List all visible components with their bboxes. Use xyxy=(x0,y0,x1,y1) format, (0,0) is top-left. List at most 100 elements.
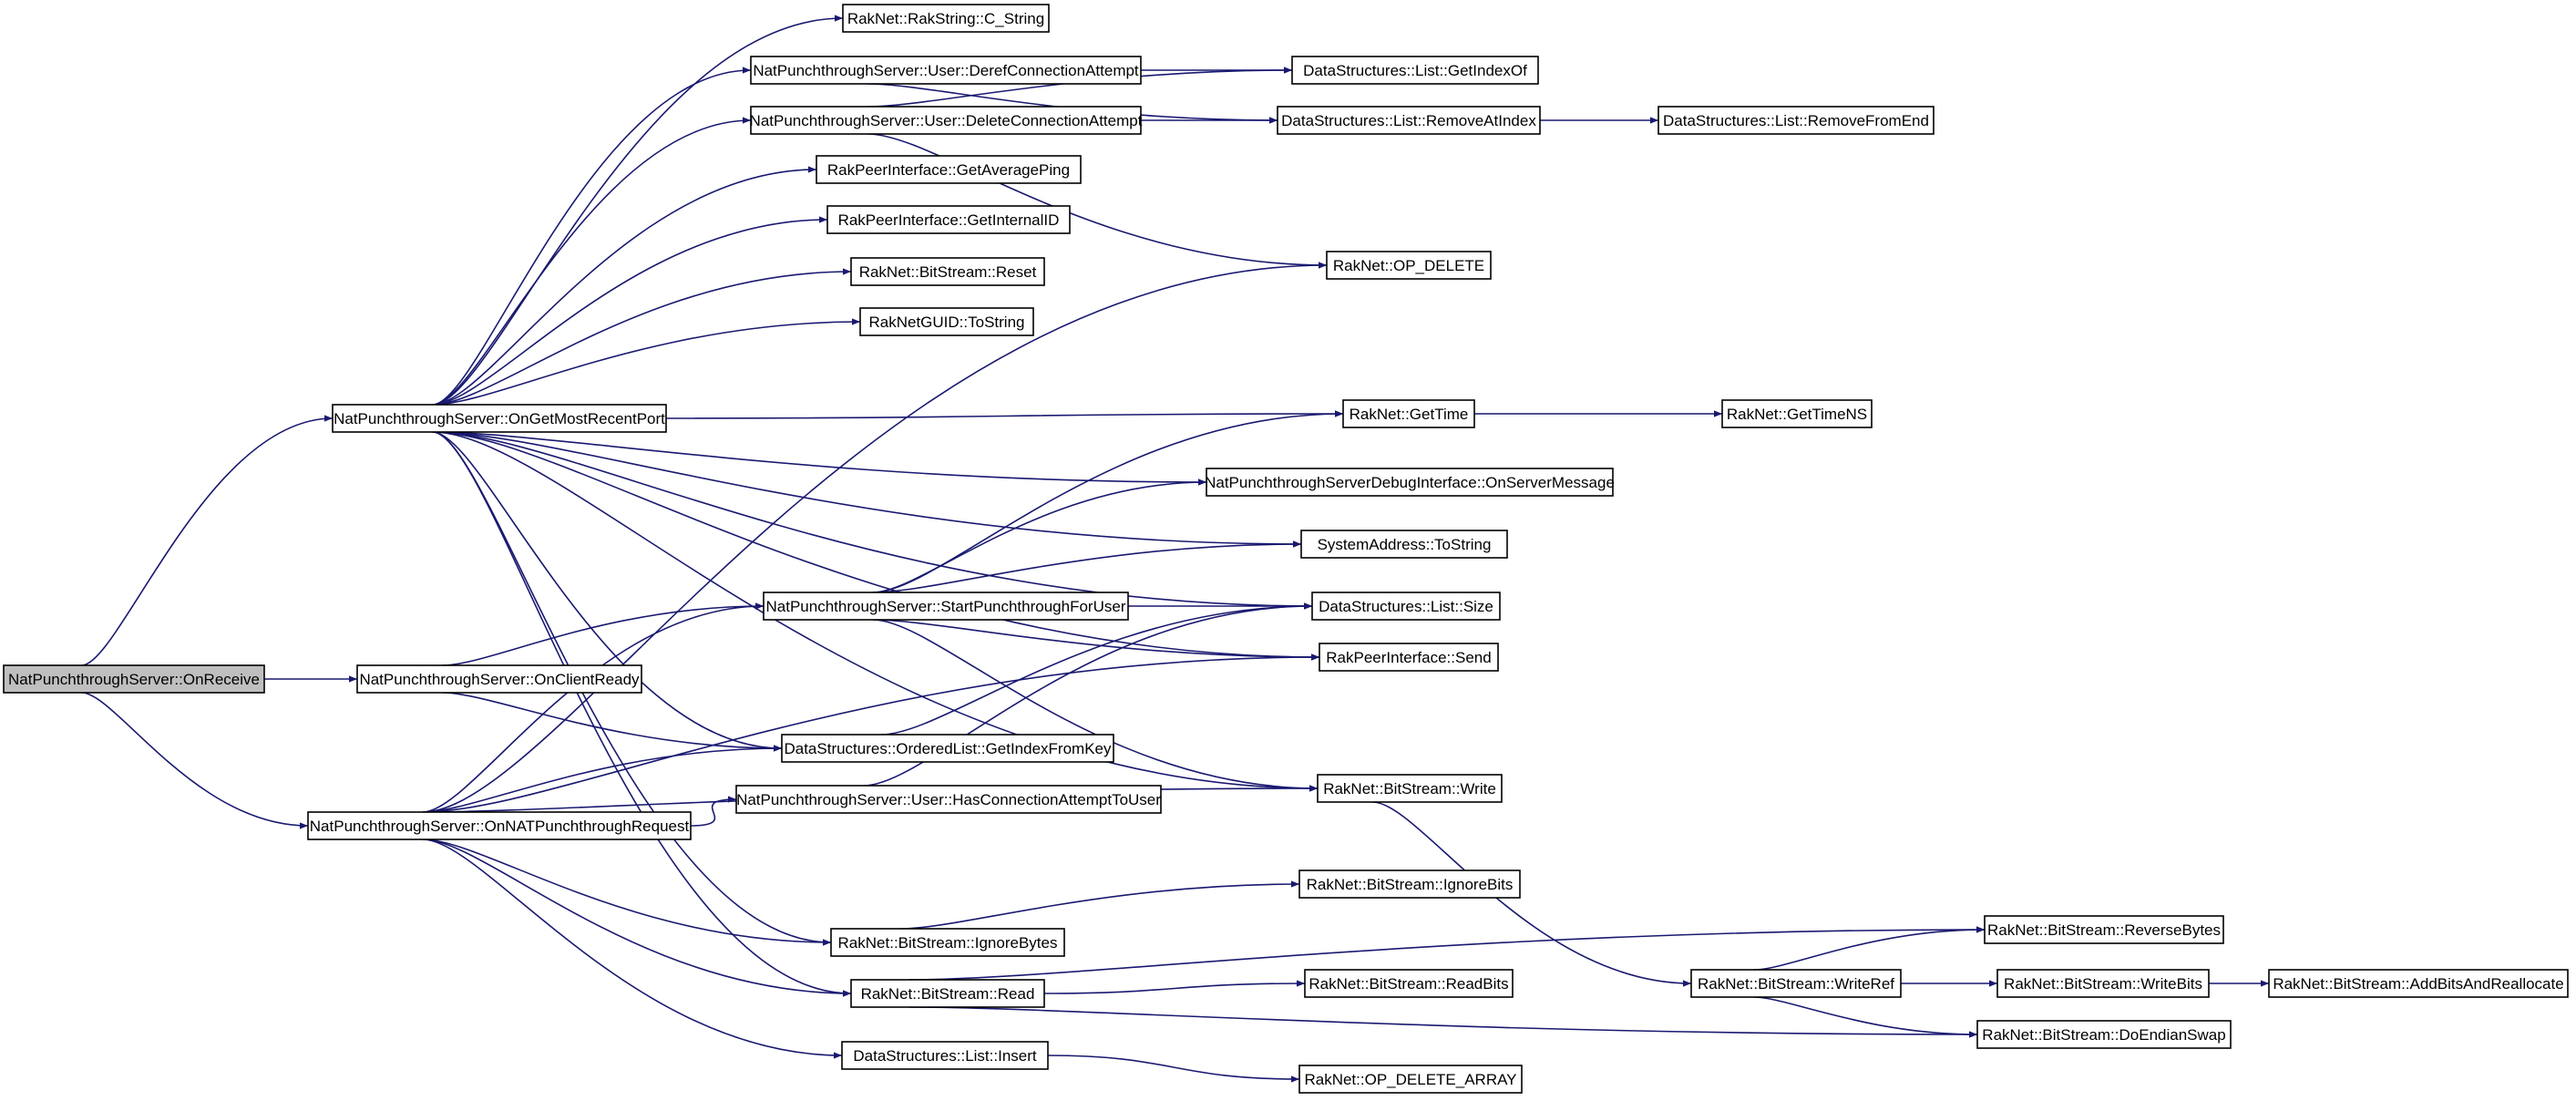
node-guid-to-string[interactable]: RakNetGUID::ToString xyxy=(859,307,1034,336)
node-on-get-most-recent-port[interactable]: NatPunchthroughServer::OnGetMostRecentPo… xyxy=(332,404,667,433)
node-box xyxy=(842,4,1050,33)
node-box xyxy=(1342,399,1475,428)
node-label: NatPunchthroughServer::User::DerefConnec… xyxy=(753,62,1139,79)
edge-start-punchthrough-for-user-to-send xyxy=(872,619,1320,661)
node-box xyxy=(1291,56,1539,85)
edge-ignore-bytes-to-ignore-bits xyxy=(900,880,1300,930)
node-ignore-bits[interactable]: RakNet::BitStream::IgnoreBits xyxy=(1298,869,1521,899)
node-write[interactable]: RakNet::BitStream::Write xyxy=(1317,774,1503,803)
edge-deref-connection-attempt-to-remove-at-index xyxy=(867,83,1278,124)
node-get-index-of[interactable]: DataStructures::List::GetIndexOf xyxy=(1291,56,1539,85)
node-box xyxy=(1317,774,1503,803)
node-remove-from-end[interactable]: DataStructures::List::RemoveFromEnd xyxy=(1657,106,1935,135)
node-box xyxy=(1298,869,1521,899)
edge-on-get-most-recent-port-to-get-index-from-key xyxy=(432,431,783,752)
node-label: DataStructures::List::Insert xyxy=(853,1047,1037,1065)
node-reverse-bytes[interactable]: RakNet::BitStream::ReverseBytes xyxy=(1984,915,2224,944)
node-on-receive[interactable]: NatPunchthroughServer::OnReceive xyxy=(3,664,265,694)
node-label: RakNet::BitStream::WriteRef xyxy=(1698,975,1894,993)
node-write-bits[interactable]: RakNet::BitStream::WriteBits xyxy=(1996,969,2210,998)
node-box xyxy=(1996,969,2210,998)
node-on-nat-punchthrough-request[interactable]: NatPunchthroughServer::OnNATPunchthrough… xyxy=(307,811,692,840)
node-get-average-ping[interactable]: RakPeerInterface::GetAveragePing xyxy=(816,155,1082,184)
edge-on-nat-punchthrough-request-to-send xyxy=(422,653,1320,813)
node-label: RakPeerInterface::Send xyxy=(1326,649,1491,666)
edge-on-get-most-recent-port-to-deref-connection-attempt xyxy=(432,67,752,406)
node-box xyxy=(1690,969,1902,998)
node-label: RakNet::OP_DELETE_ARRAY xyxy=(1304,1071,1516,1088)
node-box xyxy=(2268,969,2569,998)
node-c-string[interactable]: RakNet::RakString::C_String xyxy=(842,4,1050,33)
node-send[interactable]: RakPeerInterface::Send xyxy=(1319,643,1499,672)
node-op-delete-array[interactable]: RakNet::OP_DELETE_ARRAY xyxy=(1298,1065,1523,1094)
edge-read-to-reverse-bytes xyxy=(908,926,1986,981)
node-label: RakNet::BitStream::ReadBits xyxy=(1309,975,1508,993)
node-op-delete[interactable]: RakNet::OP_DELETE xyxy=(1326,251,1492,280)
node-sa-to-string[interactable]: SystemAddress::ToString xyxy=(1300,530,1508,559)
edge-on-get-most-recent-port-to-send xyxy=(432,431,1320,661)
node-label: DataStructures::OrderedList::GetIndexFro… xyxy=(784,740,1112,757)
node-box xyxy=(1277,106,1541,135)
node-label: RakNet::BitStream::Read xyxy=(861,985,1035,1003)
node-box xyxy=(1304,969,1514,998)
node-get-time-ns[interactable]: RakNet::GetTimeNS xyxy=(1721,399,1873,428)
node-box xyxy=(735,785,1162,814)
node-box xyxy=(1319,643,1499,672)
node-label: RakNetGUID::ToString xyxy=(869,314,1025,331)
node-list-size[interactable]: DataStructures::List::Size xyxy=(1311,592,1501,621)
node-do-endian-swap[interactable]: RakNet::BitStream::DoEndianSwap xyxy=(1976,1020,2232,1049)
node-box xyxy=(1206,468,1614,497)
edge-on-nat-punchthrough-request-to-ignore-bytes xyxy=(422,839,832,946)
node-add-bits-and-reallocate[interactable]: RakNet::BitStream::AddBitsAndReallocate xyxy=(2268,969,2569,998)
node-label: RakNet::BitStream::Write xyxy=(1323,780,1496,797)
edge-on-get-most-recent-port-to-delete-connection-attempt xyxy=(432,117,752,406)
node-label: RakPeerInterface::GetInternalID xyxy=(838,211,1060,229)
node-label: RakNet::BitStream::IgnoreBytes xyxy=(838,934,1058,952)
node-label: DataStructures::List::RemoveAtIndex xyxy=(1281,112,1536,129)
node-has-connection-attempt-to-user[interactable]: NatPunchthroughServer::User::HasConnecti… xyxy=(735,785,1162,814)
node-get-index-from-key[interactable]: DataStructures::OrderedList::GetIndexFro… xyxy=(781,734,1114,763)
edge-on-get-most-recent-port-to-read xyxy=(432,431,852,997)
node-list-insert[interactable]: DataStructures::List::Insert xyxy=(841,1041,1049,1070)
node-label: NatPunchthroughServer::OnClientReady xyxy=(359,671,640,688)
edge-on-client-ready-to-start-punchthrough-for-user xyxy=(442,602,765,666)
node-read-bits[interactable]: RakNet::BitStream::ReadBits xyxy=(1304,969,1514,998)
edge-write-ref-to-do-endian-swap xyxy=(1753,996,1978,1038)
node-box xyxy=(781,734,1114,763)
edge-on-get-most-recent-port-to-get-time xyxy=(665,410,1344,419)
node-box xyxy=(3,664,265,694)
node-label: SystemAddress::ToString xyxy=(1318,536,1492,553)
node-remove-at-index[interactable]: DataStructures::List::RemoveAtIndex xyxy=(1277,106,1541,135)
node-label: RakNet::BitStream::Reset xyxy=(859,263,1037,281)
edge-start-punchthrough-for-user-to-get-time xyxy=(872,410,1344,593)
node-box xyxy=(1984,915,2224,944)
node-ignore-bytes[interactable]: RakNet::BitStream::IgnoreBytes xyxy=(830,928,1065,957)
node-label: RakNet::BitStream::AddBitsAndReallocate xyxy=(2273,975,2563,993)
node-write-ref[interactable]: RakNet::BitStream::WriteRef xyxy=(1690,969,1902,998)
node-box xyxy=(850,257,1045,286)
node-box xyxy=(356,664,642,694)
node-start-punchthrough-for-user[interactable]: NatPunchthroughServer::StartPunchthrough… xyxy=(763,592,1129,621)
edge-on-get-most-recent-port-to-sa-to-string xyxy=(432,431,1302,548)
node-label: RakNet::BitStream::WriteBits xyxy=(2004,975,2202,993)
node-on-client-ready[interactable]: NatPunchthroughServer::OnClientReady xyxy=(356,664,642,694)
edge-on-nat-punchthrough-request-to-list-insert xyxy=(422,839,843,1059)
edge-read-to-read-bits xyxy=(1043,980,1306,994)
node-on-server-message[interactable]: NatPunchthroughServerDebugInterface::OnS… xyxy=(1205,468,1615,497)
node-label: RakNet::BitStream::DoEndianSwap xyxy=(1982,1026,2225,1044)
node-label: RakNet::BitStream::IgnoreBits xyxy=(1307,876,1514,893)
node-read[interactable]: RakNet::BitStream::Read xyxy=(850,979,1045,1008)
node-box xyxy=(763,592,1129,621)
edge-on-get-most-recent-port-to-get-average-ping xyxy=(432,166,817,406)
node-box xyxy=(826,205,1071,234)
node-box xyxy=(1976,1020,2232,1049)
node-get-time[interactable]: RakNet::GetTime xyxy=(1342,399,1475,428)
edge-start-punchthrough-for-user-to-sa-to-string xyxy=(872,540,1302,593)
node-get-internal-id[interactable]: RakPeerInterface::GetInternalID xyxy=(826,205,1071,234)
node-bit-stream-reset[interactable]: RakNet::BitStream::Reset xyxy=(850,257,1045,286)
node-delete-connection-attempt[interactable]: NatPunchthroughServer::User::DeleteConne… xyxy=(750,106,1143,135)
nodes-layer: NatPunchthroughServer::OnReceiveNatPunch… xyxy=(3,4,2569,1094)
node-deref-connection-attempt[interactable]: NatPunchthroughServer::User::DerefConnec… xyxy=(750,56,1142,85)
node-box xyxy=(1300,530,1508,559)
